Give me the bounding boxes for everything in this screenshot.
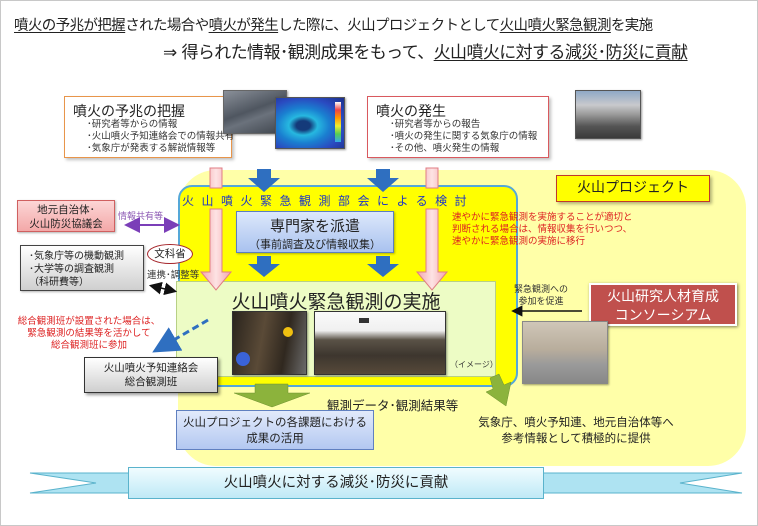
eruption-item: ･研究者等からの報告 — [390, 119, 481, 130]
headline1-part: 噴火が発生 — [208, 18, 279, 34]
expert-dispatch-box: 専門家を派遣 （事前調査及び情報収集） — [236, 211, 394, 253]
headline1-part: 噴火の予兆が把握 — [14, 18, 126, 34]
joint-team-line: 総合観測班 — [124, 376, 178, 388]
observation-data-label: 観測データ･観測結果等 — [327, 398, 459, 413]
joint-team-dashed-arrow — [152, 318, 209, 353]
other-observation-box: ･気象庁等の機動観測 ･大学等の調査観測 （科研費等） — [20, 245, 144, 291]
blue-arrow-top-right — [367, 169, 399, 192]
joint-team-line: 火山噴火予知連絡会 — [103, 362, 199, 374]
blue-arrow-top-left — [248, 169, 280, 192]
sar-interferogram-image — [275, 97, 345, 149]
urgent-note-line: 速やかに緊急観測の実施に移行 — [452, 236, 586, 247]
helmet-yellow — [283, 327, 293, 337]
provide-info-text: 気象庁、噴火予知連、地元自治体等へ 参考情報として積極的に提供 — [466, 414, 686, 446]
consortium-line: 火山研究人材育成 — [607, 289, 719, 305]
provide-line: 気象庁、噴火予知連、地元自治体等へ — [478, 415, 674, 429]
execution-title: 火山噴火緊急観測の実施 — [231, 291, 441, 313]
local-gov-line: 地元自治体･ — [37, 204, 95, 216]
headline1-part: された場合や — [125, 18, 209, 34]
drone-survey-photo — [314, 311, 446, 375]
provide-line: 参考情報として積極的に提供 — [501, 431, 651, 445]
precursor-item: ･研究者等からの情報 — [87, 119, 178, 130]
eruption-title: 噴火の発生 — [376, 104, 446, 120]
joint-observation-team-box: 火山噴火予知連絡会 総合観測班 — [84, 357, 218, 393]
coordination-label: 連携･調整等 — [147, 270, 200, 281]
headline1-part: した際に、火山プロジェクトとして — [278, 18, 500, 34]
promote-note: 緊急観測への 参加を促進 — [514, 284, 568, 308]
local-government-box: 地元自治体･ 火山防災協議会 — [17, 200, 115, 232]
eruption-box: 噴火の発生 ･研究者等からの報告 ･噴火の発生に関する気象庁の情報 ･その他、噴… — [367, 96, 549, 158]
other-obs-line: ･大学等の調査観測 — [29, 264, 114, 275]
headline-line2: ⇒ 得られた情報･観測成果をもって、火山噴火に対する減災･防災に貢献 — [163, 38, 688, 63]
headline2-part: ⇒ 得られた情報･観測成果をもって、 — [163, 43, 434, 63]
results-line: 火山プロジェクトの各課題における — [183, 415, 367, 429]
expert-subtitle: （事前調査及び情報収集） — [249, 238, 381, 251]
consortium-line: コンソーシアム — [614, 308, 712, 324]
expert-title: 専門家を派遣 — [269, 217, 360, 235]
joint-note-line: 総合観測班が設置された場合は、 — [17, 316, 161, 327]
banner-tail-right — [531, 472, 743, 494]
precursor-item: ･火山噴火予知連絡会での情報共有 — [87, 131, 235, 142]
consortium-box: 火山研究人材育成 コンソーシアム — [589, 283, 737, 326]
promote-line: 緊急観測への — [514, 285, 569, 295]
urgent-note-line: 速やかに緊急観測を実施することが適切と — [452, 212, 633, 223]
color-scale — [335, 102, 341, 142]
headline1-part: を実施 — [610, 18, 653, 34]
precursor-list: ･研究者等からの情報 ･火山噴火予知連絡会での情報共有 ･気象庁が発表する解説情… — [87, 119, 234, 155]
eruption-photo — [575, 90, 641, 139]
field-survey-photo — [232, 311, 307, 375]
green-arrow-down — [233, 383, 311, 408]
blue-arrow-mid-left — [248, 256, 280, 277]
other-obs-line: ･気象庁等の機動観測 — [29, 251, 124, 262]
precursor-title: 噴火の予兆の把握 — [73, 104, 185, 120]
drone-icon — [359, 318, 369, 323]
headline1-part: 火山噴火緊急観測 — [499, 18, 612, 34]
results-line: 成果の活用 — [246, 431, 304, 445]
eruption-item: ･その他、噴火発生の情報 — [390, 143, 500, 154]
promote-line: 参加を促進 — [518, 297, 564, 307]
joint-team-note: 総合観測班が設置された場合は、 緊急観測の結果等を活かして 総合観測班に参加 — [14, 316, 164, 352]
precursor-box: 噴火の予兆の把握 ･研究者等からの情報 ･火山噴火予知連絡会での情報共有 ･気象… — [64, 96, 234, 158]
committee-label: 火山噴火緊急観測部会による検討 — [182, 194, 475, 208]
training-photo — [522, 321, 608, 384]
contribution-banner: 火山噴火に対する減災･防災に貢献 — [128, 467, 544, 499]
joint-note-line: 総合観測班に参加 — [50, 340, 127, 351]
pink-arrow-left — [199, 167, 233, 291]
urgent-note: 速やかに緊急観測を実施することが適切と 判断される場合は、情報収集を行いつつ、 … — [452, 212, 633, 248]
results-utilization-box: 火山プロジェクトの各課題における 成果の活用 — [176, 410, 374, 450]
eruption-list: ･研究者等からの報告 ･噴火の発生に関する気象庁の情報 ･その他、噴火発生の情報 — [390, 119, 537, 155]
helmet-blue — [236, 352, 250, 366]
eruption-item: ･噴火の発生に関する気象庁の情報 — [390, 131, 538, 142]
headline-line1: 噴火の予兆が把握された場合や噴火が発生した際に、火山プロジェクトとして火山噴火緊… — [14, 14, 653, 35]
joint-note-line: 緊急観測の結果等を活かして — [27, 328, 151, 339]
green-arrow-diagonal — [485, 373, 512, 407]
precursor-item: ･気象庁が発表する解説情報等 — [87, 143, 216, 154]
banner-tail-left — [29, 472, 141, 494]
other-obs-line: （科研費等） — [29, 277, 89, 288]
mext-badge: 文科省 — [147, 244, 193, 264]
project-label: 火山プロジェクト — [556, 175, 710, 202]
pink-arrow-right — [415, 167, 449, 291]
blue-arrow-mid-right — [367, 256, 399, 277]
local-gov-line: 火山防災協議会 — [29, 218, 103, 230]
headline2-part: 火山噴火に対する減災･防災に貢献 — [433, 43, 689, 63]
coordination-arrow — [148, 281, 178, 296]
image-note: （イメージ） — [450, 360, 498, 369]
urgent-note-line: 判断される場合は、情報収集を行いつつ、 — [452, 224, 633, 235]
